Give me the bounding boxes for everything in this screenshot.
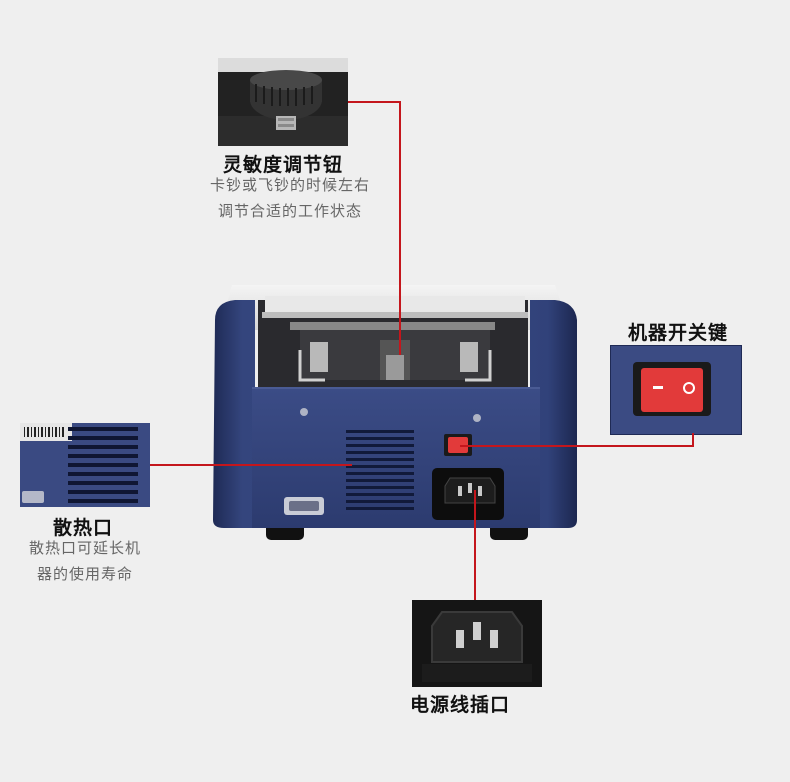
power-socket-inset — [412, 600, 542, 687]
vent-inset — [20, 423, 150, 507]
sensitivity-knob-inset — [218, 58, 348, 146]
sensitivity-knob-title: 灵敏度调节钮 — [223, 154, 344, 176]
sensitivity-desc-line-2: 调节合适的工作状态 — [217, 202, 362, 220]
power-switch-title: 机器开关键 — [628, 322, 729, 344]
vent-photo — [20, 423, 150, 507]
sensitivity-desc-line-1: 卡钞或飞钞的时候左右 — [209, 176, 370, 194]
power-switch-inset — [610, 345, 742, 435]
power-socket-title: 电源线插口 — [410, 694, 511, 716]
vent-desc: 散热口可延长机 器的使用寿命 — [10, 535, 160, 587]
vent-desc-line-2: 器的使用寿命 — [36, 565, 133, 583]
vent-title: 散热口 — [53, 517, 114, 539]
vent-desc-line-1: 散热口可延长机 — [28, 539, 141, 557]
sensitivity-knob-desc: 卡钞或飞钞的时候左右 调节合适的工作状态 — [185, 172, 395, 224]
knob-photo — [218, 58, 348, 146]
switch-photo — [611, 346, 741, 434]
socket-photo — [412, 600, 542, 687]
